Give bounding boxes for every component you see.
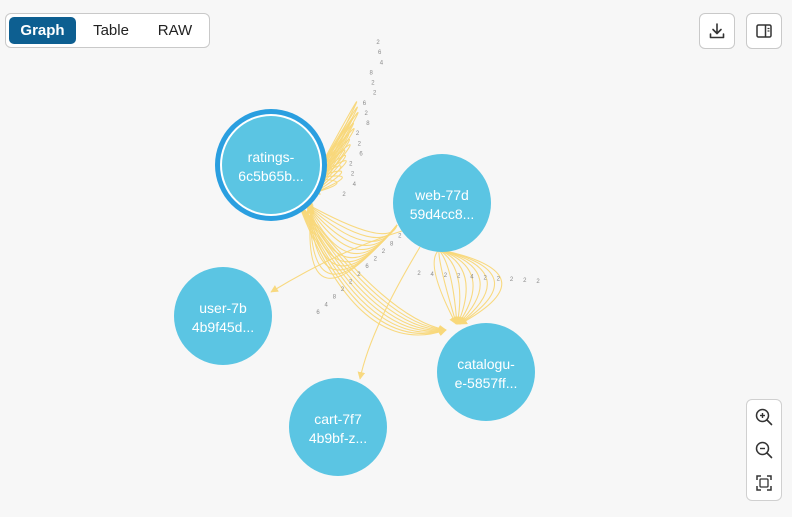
edge-weight-label: 2 — [349, 162, 353, 168]
edge-weight-label: 8 — [390, 241, 394, 247]
node-label-line2: 4b9f45d... — [192, 319, 254, 335]
node-label-line2: 6c5b65b... — [238, 168, 303, 184]
node-label-line1: user-7b — [199, 300, 247, 316]
tab-graph[interactable]: Graph — [9, 17, 76, 44]
node-label-line2: 4b9bf-z... — [309, 430, 367, 446]
web-to-catalogue-edge — [438, 250, 459, 325]
toggle-side-panel-button[interactable] — [746, 13, 782, 49]
node-label-line1: cart-7f7 — [314, 411, 362, 427]
node-label-line2: e-5857ff... — [455, 375, 518, 391]
edge-weight-label: 2 — [341, 287, 345, 293]
service-node-user[interactable]: user-7b 4b9f45d... — [174, 267, 272, 365]
web-to-catalogue-edge — [444, 250, 496, 325]
tab-table[interactable]: Table — [93, 22, 129, 39]
edge-weight-label: 2 — [497, 276, 501, 282]
node-label-line1: catalogu- — [457, 356, 515, 372]
web-to-catalogue-edge — [439, 250, 461, 325]
edge-weight-label: 2 — [373, 91, 377, 97]
ratings-to-catalogue-edge — [301, 209, 447, 336]
edge-weight-label: 6 — [378, 50, 382, 56]
ratings-to-catalogue-edge — [303, 209, 447, 334]
node-circle — [393, 154, 491, 252]
edge-weight-label: 2 — [417, 271, 421, 277]
graph-edges — [270, 101, 503, 380]
zoom-in-icon — [755, 408, 773, 426]
edge-weight-label: 4 — [380, 60, 384, 66]
edge-weight-label: 2 — [536, 279, 540, 285]
ratings-edge — [307, 111, 359, 201]
service-node-cart[interactable]: cart-7f7 4b9bf-z... — [289, 378, 387, 476]
zoom-out-button[interactable] — [747, 434, 781, 466]
edge-weight-label: 2 — [364, 111, 368, 117]
ratings-to-catalogue-edge — [301, 209, 447, 336]
fit-to-screen-icon — [756, 475, 772, 491]
download-icon — [709, 23, 725, 39]
edge-weight-label: 8 — [366, 121, 370, 127]
edge-weight-label: 4 — [431, 272, 435, 278]
tab-raw[interactable]: RAW — [157, 22, 193, 39]
web-to-catalogue-edge — [441, 250, 467, 325]
ratings-to-catalogue-edge — [303, 209, 447, 334]
ratings-to-catalogue-edge — [304, 209, 447, 333]
edge-weight-label: 2 — [349, 279, 353, 285]
edge-weight-label: 2 — [523, 278, 527, 284]
ratings-to-catalogue-edge — [300, 209, 447, 336]
edge-weight-label: 4 — [353, 182, 357, 188]
node-circle — [437, 323, 535, 421]
web-to-ratings-edge — [304, 202, 398, 235]
side-panel-icon — [756, 24, 772, 38]
node-label-line2: 59d4cc8... — [410, 206, 475, 222]
view-mode-tabs: Graph Table RAW — [5, 13, 210, 48]
edge-weight-label: 6 — [359, 151, 363, 157]
edge-weight-label: 2 — [357, 272, 361, 278]
edge-weight-label: 2 — [483, 275, 487, 281]
graph-edge-labels: 26482262822622426482226228222422422222 — [316, 40, 540, 316]
edge-weight-label: 8 — [370, 70, 374, 76]
edge-weight-label: 2 — [376, 40, 380, 46]
edge-weight-label: 2 — [382, 249, 386, 255]
edge-weight-label: 2 — [356, 131, 360, 137]
service-node-web[interactable]: web-77d 59d4cc8... — [393, 154, 491, 252]
service-node-catalogue[interactable]: catalogu-e-5857ff... — [437, 323, 535, 421]
fit-to-screen-button[interactable] — [747, 467, 781, 499]
web-to-catalogue-edge — [440, 250, 463, 325]
edge-weight-label: 4 — [470, 275, 474, 281]
edge-weight-label: 2 — [457, 274, 461, 280]
edge-weight-label: 6 — [363, 101, 367, 107]
edge-weight-label: 2 — [342, 192, 346, 198]
edge-weight-label: 2 — [351, 172, 355, 178]
web-to-cart-edge — [357, 246, 421, 380]
zoom-in-button[interactable] — [747, 401, 781, 433]
ratings-to-catalogue-edge — [302, 209, 447, 335]
service-node-ratings[interactable]: ratings- 6c5b65b... — [215, 109, 327, 221]
edge-weight-label: 4 — [325, 302, 329, 308]
edge-weight-label: 2 — [371, 81, 375, 87]
download-button[interactable] — [699, 13, 735, 49]
node-circle — [174, 267, 272, 365]
edge-weight-label: 2 — [398, 234, 402, 240]
web-to-user-edge — [270, 230, 403, 293]
node-label-line1: web-77d — [414, 187, 469, 203]
ratings-edge — [306, 101, 358, 202]
edge-weight-label: 2 — [358, 141, 362, 147]
web-to-catalogue-edge — [443, 250, 481, 325]
edge-weight-label: 6 — [316, 310, 320, 316]
edge-weight-label: 2 — [374, 257, 378, 263]
web-to-catalogue-edge — [445, 250, 503, 325]
web-to-catalogue-edge — [444, 250, 488, 325]
node-label-line1: ratings- — [248, 149, 295, 165]
node-circle — [222, 116, 320, 214]
zoom-controls — [746, 399, 782, 501]
edge-weight-label: 2 — [510, 277, 514, 283]
edge-weight-label: 2 — [444, 273, 448, 279]
web-to-catalogue-edge — [442, 250, 474, 325]
web-to-catalogue-edge — [433, 250, 457, 325]
edge-weight-label: 8 — [333, 295, 337, 301]
graph-nodes: ratings- 6c5b65b... web-77d 59d4cc8... user-… — [174, 109, 535, 476]
ratings-to-catalogue-edge — [302, 209, 447, 335]
node-circle — [289, 378, 387, 476]
zoom-out-icon — [755, 441, 773, 459]
edge-weight-label: 6 — [365, 264, 369, 270]
